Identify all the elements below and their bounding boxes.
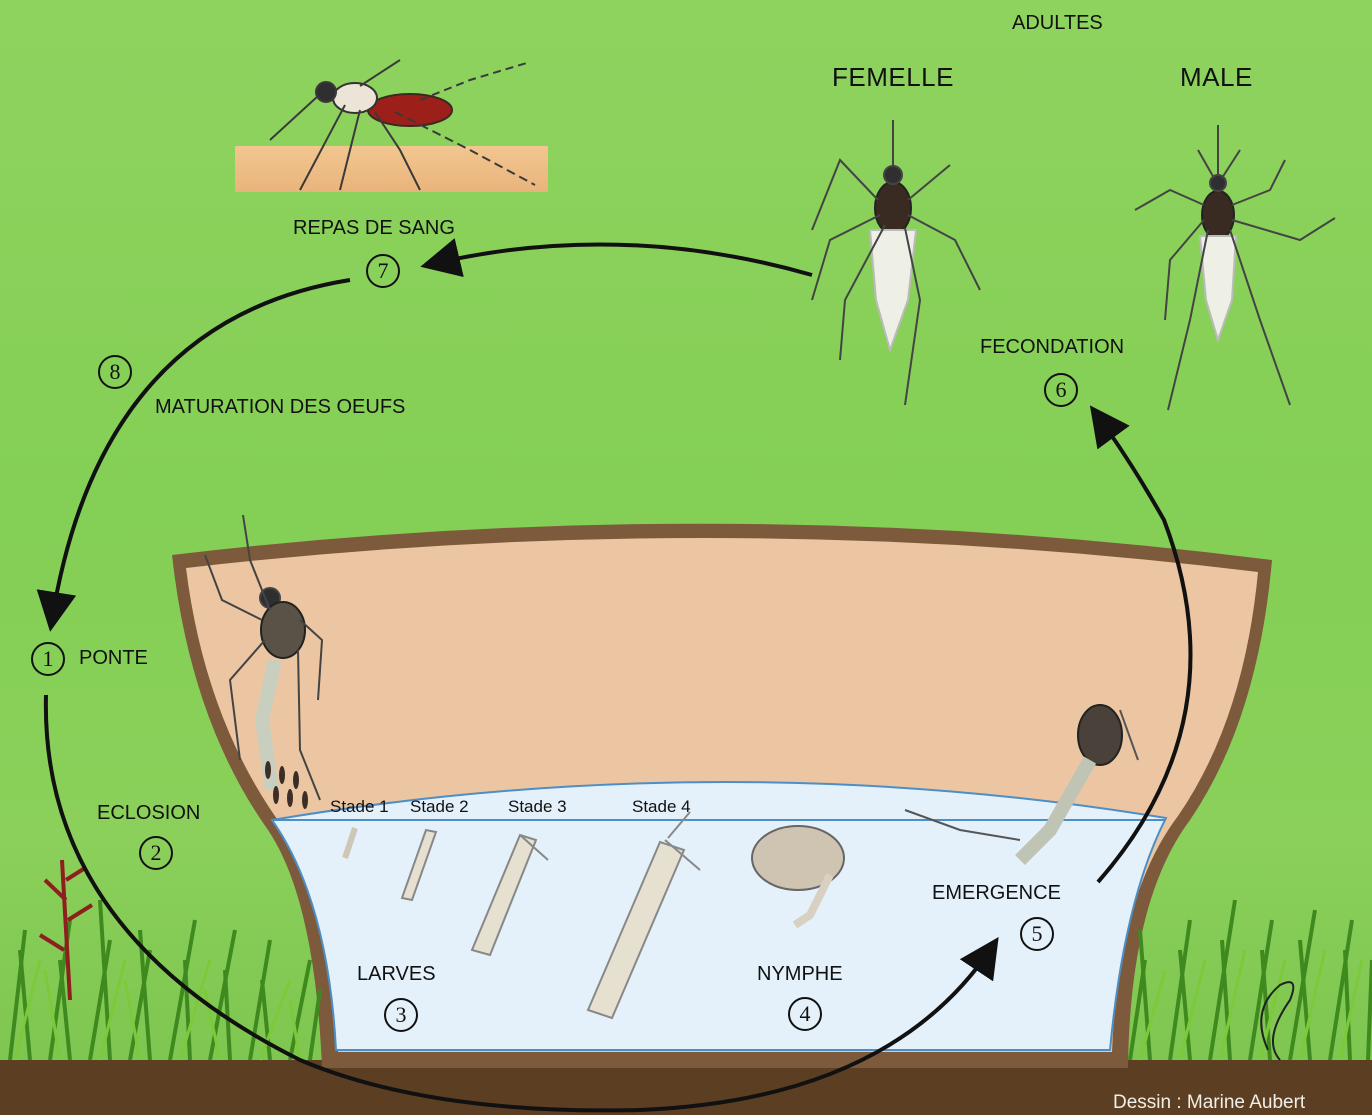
larval-stage-3-label: Stade 3 (508, 797, 567, 817)
step-3-label: LARVES (357, 963, 436, 986)
step-5-label: EMERGENCE (932, 882, 1061, 905)
larval-stage-1-label: Stade 1 (330, 797, 389, 817)
step-2-label: ECLOSION (97, 802, 200, 825)
step-4-number: 4 (788, 997, 822, 1031)
male-mosquito (1135, 125, 1335, 410)
step-3-number: 3 (384, 998, 418, 1032)
female-label: FEMELLE (832, 62, 954, 93)
grass-right (1130, 900, 1372, 1060)
step-5-number: 5 (1020, 917, 1054, 951)
step-8-number: 8 (98, 355, 132, 389)
arrow-adults-to-blood-meal (432, 244, 812, 275)
step-2-number: 2 (139, 836, 173, 870)
step-7-number: 7 (366, 254, 400, 288)
larval-stage-2-label: Stade 2 (410, 797, 469, 817)
skin-patch (235, 146, 548, 192)
step-8-label: MATURATION DES OEUFS (155, 396, 405, 419)
step-1-number: 1 (31, 642, 65, 676)
adults-title: ADULTES (1012, 12, 1103, 35)
step-7-label: REPAS DE SANG (293, 217, 455, 240)
larval-stage-4-label: Stade 4 (632, 797, 691, 817)
credit-text: Dessin : Marine Aubert (1113, 1092, 1305, 1114)
step-6-label: FECONDATION (980, 336, 1124, 359)
male-label: MALE (1180, 62, 1253, 93)
step-4-label: NYMPHE (757, 963, 843, 986)
step-6-number: 6 (1044, 373, 1078, 407)
step-1-label: PONTE (79, 647, 148, 670)
female-mosquito (812, 120, 980, 405)
